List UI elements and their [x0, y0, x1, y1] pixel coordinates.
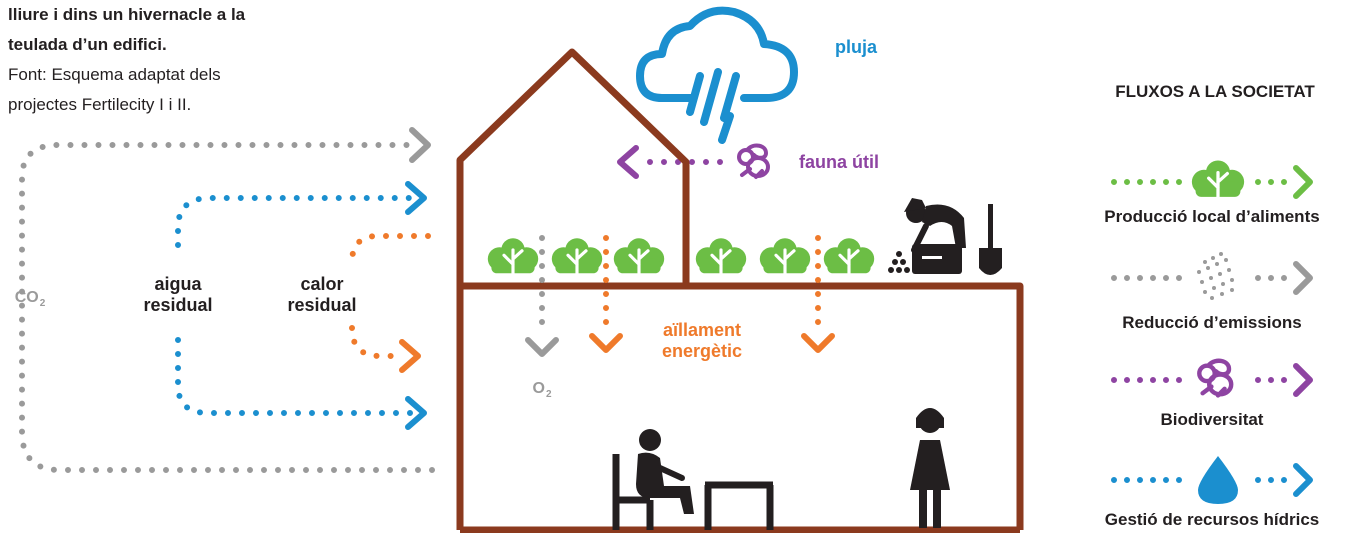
legend-biodiversity: [1111, 361, 1313, 396]
co2-label-main: CO: [14, 289, 39, 306]
co2-label-sub: 2: [39, 298, 46, 309]
rain-cloud-icon: [636, 6, 798, 144]
woman-icon: [910, 408, 950, 528]
rain-label: pluja: [835, 37, 878, 57]
o2-label-main: O: [532, 380, 545, 397]
lettuce-icon: [550, 236, 604, 275]
lettuce-icon: [694, 236, 748, 275]
bee-icon: [737, 143, 770, 179]
lettuce-icon: [822, 236, 876, 275]
waste-water-label-line2: residual: [143, 295, 213, 315]
insulation-label: aïllament energètic: [632, 320, 772, 362]
legend-label-water: Gestió de recursos hídrics: [1104, 510, 1320, 529]
legend-water: [1111, 456, 1313, 504]
co2-flow: [19, 127, 435, 473]
water-drop-icon: [1198, 456, 1238, 504]
legend-label-emissions: Reducció d’emissions: [1122, 313, 1302, 332]
lettuce-icon: [758, 236, 812, 275]
waste-water-label: aigua residual: [128, 274, 228, 316]
waste-water-label-line1: aigua: [154, 274, 202, 294]
waste-heat-flow: [349, 233, 431, 373]
waste-water-flow: [175, 181, 427, 430]
lettuce-icon: [486, 236, 540, 275]
house: [456, 48, 1024, 533]
legend-emissions: [1111, 252, 1313, 300]
fauna-flow: [617, 143, 770, 179]
insulation-label-line1: aïllament: [662, 320, 742, 340]
fauna-label: fauna útil: [799, 152, 879, 172]
caption-source-line1: Font: Esquema adaptat dels: [8, 65, 221, 84]
lettuce-icon: [1190, 158, 1246, 199]
o2-label-sub: 2: [545, 389, 552, 400]
legend-label-food: Producció local d’aliments: [1104, 207, 1320, 226]
caption-title-line1: lliure i dins un hivernacle a la: [8, 5, 246, 24]
bee-icon: [1199, 361, 1231, 396]
gardener-icon: [888, 198, 1002, 275]
co2-label: CO2: [8, 287, 52, 314]
lettuce-icon: [612, 236, 666, 275]
legend-food: [1111, 158, 1313, 199]
o2-label: O2: [520, 378, 564, 405]
co2-arrow-head: [409, 127, 431, 163]
caption-title-line2: teulada d’un edifici.: [8, 35, 167, 54]
insulation-label-line2: energètic: [661, 341, 743, 361]
waste-heat-label-line2: residual: [287, 295, 357, 315]
caption-source-line2: projectes Fertilecity I i II.: [8, 95, 192, 114]
legend-label-biodiversity: Biodiversitat: [1160, 410, 1264, 429]
o2-flow: [525, 235, 559, 357]
particles-icon: [1197, 252, 1234, 300]
caption: lliure i dins un hivernacle a la teulada…: [8, 0, 338, 120]
waste-heat-label-line1: calor: [300, 274, 344, 294]
insulation-flow: [589, 235, 835, 353]
waste-heat-label: calor residual: [272, 274, 372, 316]
seated-person-icon: [612, 429, 774, 530]
legend-title: FLUXOS A LA SOCIETAT: [1115, 82, 1315, 101]
